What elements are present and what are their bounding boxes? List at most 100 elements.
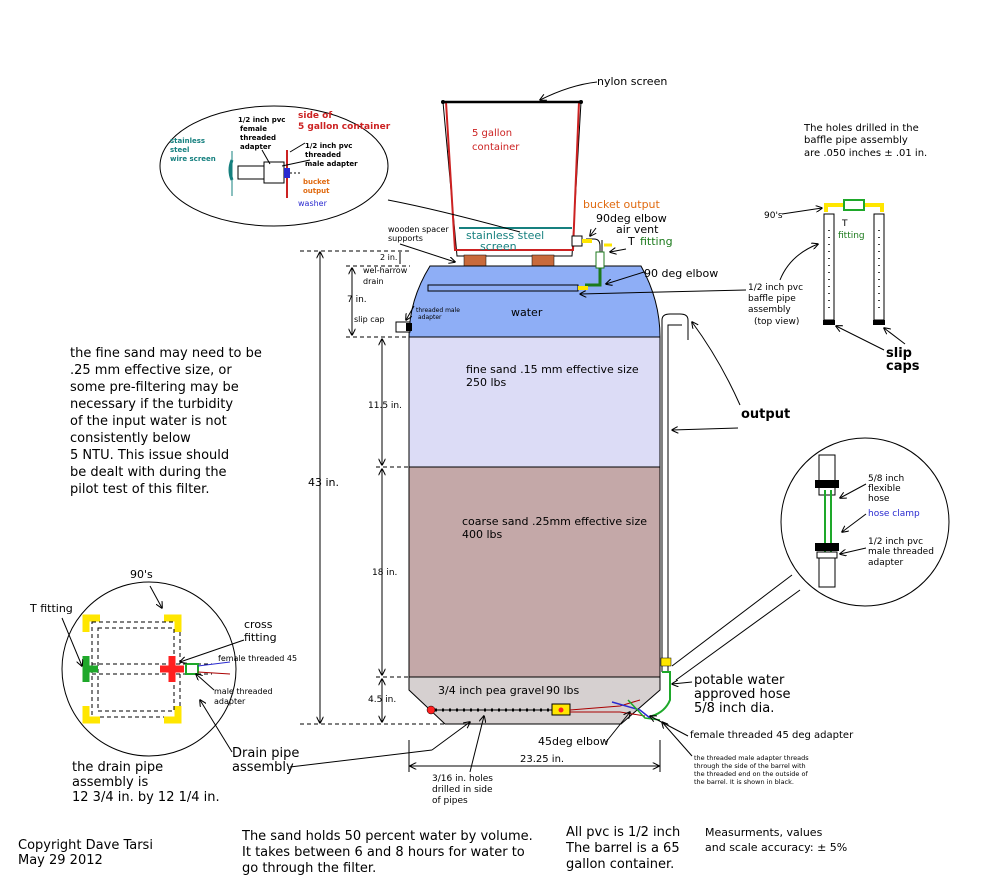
hose-label-2: approved hose [694, 687, 791, 702]
left-note-line: the fine sand may need to be [70, 346, 262, 361]
drain-male-2: adapter [214, 697, 246, 706]
threaded-note-3: the threaded end on the outside of [694, 770, 808, 778]
detail-male-3: male adapter [305, 160, 358, 168]
detail-side-1: side of [298, 111, 332, 121]
copyright-line-2: May 29 2012 [18, 853, 103, 868]
ss-screen-label-2: screen [480, 240, 517, 253]
top-piping: bucket output 90deg elbow air vent T fit… [571, 198, 718, 290]
left-note-line: some pre-filtering may be [70, 380, 239, 395]
dimensions: 43 in. 2 in. 7 in. 11.5 in. 18 in. 4.5 i… [300, 250, 661, 772]
hose-flex-3: hose [868, 494, 890, 504]
gravel-label: 3/4 inch pea gravel [438, 684, 544, 697]
baffle-pvc-3: assembly [748, 305, 791, 315]
hose-clamp: hose clamp [868, 509, 920, 519]
hose-label-3: 5/8 inch dia. [694, 701, 774, 716]
hose-male-3: adapter [868, 558, 904, 568]
hose-flex-2: flexible [868, 484, 901, 494]
baffle-pvc-1: 1/2 inch pvc [748, 283, 803, 293]
pvc-note-2: The barrel is a 65 [565, 841, 680, 856]
threaded-note-1: the threaded male adapter threads [694, 754, 809, 762]
left-note: the fine sand may need to be .25 mm effe… [70, 346, 262, 497]
coarse-sand-label-2: 400 lbs [462, 528, 503, 541]
air-vent-label: air vent [616, 223, 659, 236]
left-note-line: pilot test of this filter. [70, 482, 209, 497]
drain-cross-2: fitting [244, 631, 277, 644]
dim-4-5: 4.5 in. [368, 695, 396, 705]
drain-male-1: male threaded [214, 687, 273, 696]
hose-label: potable water approved hose 5/8 inch dia… [672, 673, 791, 716]
baffle-t-2: fitting [838, 231, 865, 241]
left-note-line: 5 NTU. This issue should [70, 448, 229, 463]
hose-label-1: potable water [694, 673, 785, 688]
hose-flex-1: 5/8 inch [868, 474, 904, 484]
drain-t-fitting: T fitting [29, 602, 73, 615]
female-45-label: female threaded 45 deg adapter [690, 730, 854, 741]
ninety-elbow-label: 90deg elbow [596, 212, 667, 225]
detail-female-2: female [240, 125, 267, 133]
ss-screen-label-1: stainless steel [466, 229, 544, 242]
container-label-line1: 5 gallon [472, 128, 512, 139]
gravel-weight-label: 90 lbs [546, 684, 580, 697]
baffle-slip-2: caps [886, 359, 920, 374]
pvc-note-3: gallon container. [566, 857, 674, 872]
output-pipe: output [651, 313, 790, 717]
sand-note-3: go through the filter. [242, 861, 376, 876]
detail-wire-1: stainless [170, 137, 205, 145]
threaded-note-4: the barrel. It is shown in black. [694, 778, 794, 786]
meas-note-2: and scale accuracy: ± 5% [705, 841, 847, 854]
detail-bucket-2: output [303, 187, 330, 195]
left-note-line: consistently below [70, 431, 191, 446]
baffle-pvc-4: (top view) [754, 317, 799, 327]
output-label: output [741, 407, 790, 422]
left-note-line: be dealt with during the [70, 465, 227, 480]
baffle-note-3: are .050 inches ± .01 in. [804, 148, 927, 159]
dim-7: 7 in. [347, 295, 367, 305]
threaded-note-2: through the side of the barrel with [694, 762, 806, 770]
detail-bucket-1: bucket [303, 178, 330, 186]
left-note-line: .25 mm effective size, or [70, 363, 232, 378]
hose-male-1: 1/2 inch pvc [868, 537, 923, 547]
baffle-note-2: baffle pipe assembly [804, 135, 908, 146]
drain-cross-1: cross [244, 618, 273, 631]
dim-11-5: 11.5 in. [368, 401, 402, 411]
detail-wire-3: wire screen [170, 155, 216, 163]
bottom-fittings: female threaded 45 deg adapter 45deg elb… [432, 712, 854, 806]
dim-width: 23.25 in. [520, 754, 564, 765]
threaded-male-adapter-label-1: threaded male [416, 307, 460, 314]
fine-sand-label-1: fine sand .15 mm effective size [466, 363, 639, 376]
drain-size-2: assembly is [72, 775, 148, 790]
drain-detail: 90's T fitting cross fitting female thre… [29, 568, 470, 805]
hose-male-2: male threaded [868, 547, 934, 557]
wel-harrow-label-2: drain [363, 277, 384, 286]
drain-size-3: 12 3/4 in. by 12 1/4 in. [72, 790, 220, 805]
copyright-line-1: Copyright Dave Tarsi [18, 838, 153, 853]
bucket-output-detail: 1/2 inch pvc female threaded adapter sid… [159, 105, 521, 233]
wooden-spacers: wooden spacer supports [388, 225, 555, 267]
pvc-note-1: All pvc is 1/2 inch [566, 825, 680, 840]
sand-note-2: It takes between 6 and 8 hours for water… [242, 845, 525, 860]
holes-label-1: 3/16 in. holes [432, 774, 493, 784]
threaded-male-adapter-label-2: adapter [418, 314, 442, 321]
ninety-elbow-b-label: 90 deg elbow [644, 267, 718, 280]
dim-18: 18 in. [372, 568, 397, 578]
five-gallon-container: 5 gallon container nylon screen stainles… [441, 75, 667, 257]
nylon-screen-label: nylon screen [597, 75, 667, 88]
detail-female-1: 1/2 inch pvc [238, 116, 285, 124]
barrel: water fine sand .15 mm effective size 25… [354, 265, 661, 725]
wel-harrow-label-1: wel-harrow [363, 266, 408, 275]
sand-note-1: The sand holds 50 percent water by volum… [241, 829, 533, 844]
hose-detail: 5/8 inch flexible hose hose clamp 1/2 in… [671, 437, 950, 681]
baffle-nineties: 90's [764, 211, 783, 221]
container-label-line2: container [472, 142, 520, 153]
detail-wire-2: steel [170, 146, 189, 154]
footer: Copyright Dave Tarsi May 29 2012 The san… [18, 825, 847, 876]
t-fitting-label-T: T [627, 235, 635, 248]
left-note-line: necessary if the turbidity [70, 397, 233, 412]
detail-male-1: 1/2 inch pvc [305, 142, 352, 150]
elbow-45-label: 45deg elbow [538, 735, 609, 748]
detail-washer: washer [298, 199, 328, 208]
meas-note-1: Measurments, values [705, 826, 823, 839]
detail-male-2: threaded [305, 151, 341, 159]
detail-side-2: 5 gallon container [298, 122, 391, 132]
